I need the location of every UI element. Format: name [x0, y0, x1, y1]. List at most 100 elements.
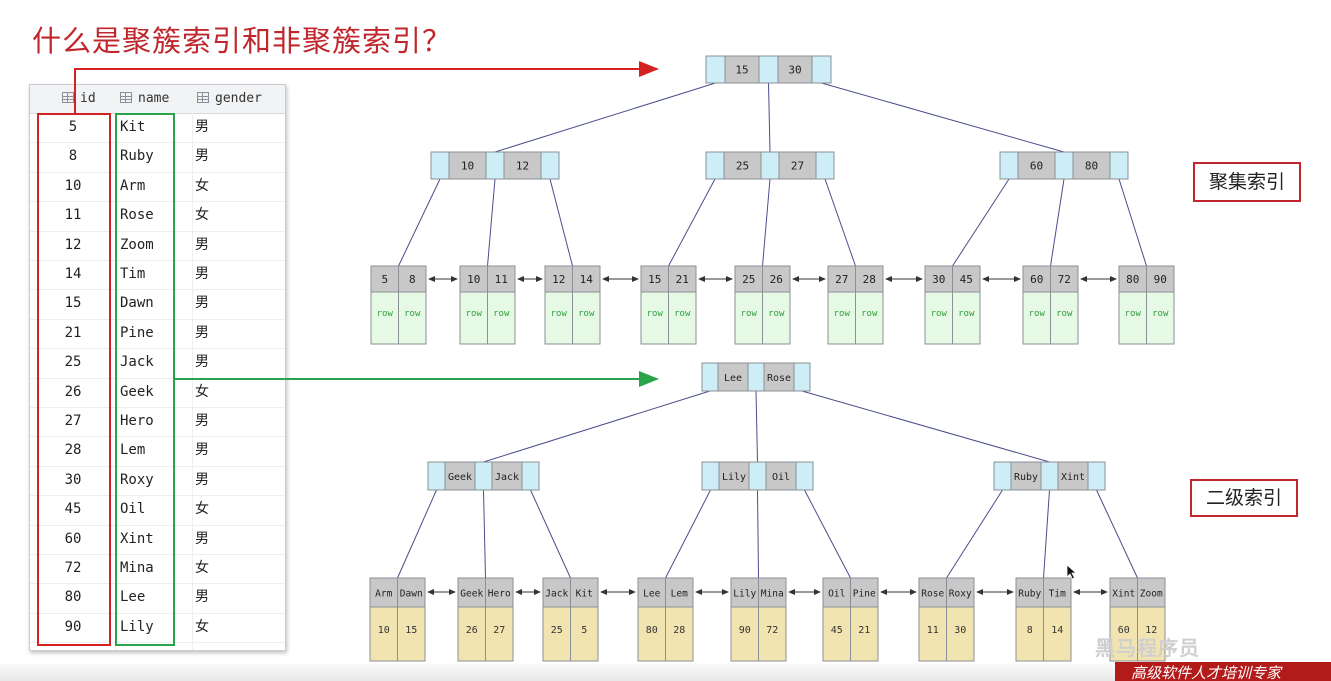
leaf-key: Lily — [733, 589, 756, 600]
cell-id: 45 — [64, 501, 82, 518]
leaf-key: Dawn — [400, 589, 423, 600]
leaf-primary-key: 10 — [378, 625, 390, 636]
tree-edge — [494, 82, 716, 153]
watermark: 黑马程序员 — [1095, 636, 1200, 660]
cell-id: 8 — [68, 148, 78, 165]
cell-id: 26 — [64, 383, 82, 400]
cell-gender: 女 — [195, 618, 209, 635]
id-column-highlight — [37, 113, 111, 646]
cell-name: Mina — [120, 560, 154, 576]
leaf-key: Mina — [761, 589, 784, 600]
leaf-key: Arm — [375, 589, 392, 600]
node-key: 12 — [516, 160, 529, 173]
leaf-key: Xint — [1112, 589, 1135, 600]
leaf-primary-key: 15 — [405, 625, 417, 636]
tree-edge — [1043, 489, 1050, 579]
column-header-name[interactable]: name — [120, 85, 169, 113]
leaf-row-data: row — [466, 309, 483, 319]
column-header-id[interactable]: id — [62, 85, 96, 113]
cell-gender: 男 — [195, 471, 209, 488]
leaf-primary-key: 14 — [1051, 625, 1063, 636]
page-title: 什么是聚簇索引和非聚簇索引？ — [32, 24, 453, 58]
cell-name: Lee — [120, 589, 146, 606]
leaf-row-data: row — [493, 309, 510, 319]
column-header-gender[interactable]: gender — [197, 85, 262, 113]
cell-id: 28 — [64, 442, 82, 459]
cell-id: 30 — [64, 471, 82, 488]
tree-edge — [946, 489, 1003, 579]
leaf-primary-key: 26 — [466, 625, 478, 636]
leaf-key: 5 — [381, 273, 388, 286]
cell-gender: 男 — [195, 589, 209, 606]
node-key: 60 — [1030, 160, 1043, 173]
leaf-primary-key: 60 — [1118, 625, 1130, 636]
table-row[interactable]: 5 Kit 男 — [30, 113, 285, 144]
bottom-bar — [0, 664, 1115, 681]
leaf-key: Roxy — [949, 589, 972, 600]
cell-id: 27 — [64, 413, 82, 429]
cell-gender: 女 — [195, 560, 209, 576]
clustered-index-arrow — [74, 61, 659, 113]
key-column-icon — [62, 92, 74, 103]
cell-gender: 男 — [195, 119, 209, 135]
leaf-key: 15 — [648, 273, 661, 286]
cell-name: Ruby — [120, 148, 154, 165]
cell-id: 5 — [68, 119, 78, 135]
column-icon — [197, 92, 209, 103]
tree-edge — [824, 178, 856, 267]
cell-id: 90 — [64, 618, 82, 635]
leaf-primary-key: 12 — [1145, 625, 1157, 636]
tree-edge — [1050, 178, 1065, 267]
tree-edge — [952, 178, 1010, 267]
leaf-row-data: row — [551, 309, 568, 319]
cell-gender: 男 — [195, 354, 209, 371]
tree-edge — [768, 82, 771, 153]
leaf-row-data: row — [647, 309, 664, 319]
leaf-key: 14 — [580, 273, 594, 286]
cell-id: 21 — [64, 324, 82, 341]
node-key: Ruby — [1014, 472, 1038, 483]
leaf-key: 12 — [552, 273, 565, 286]
cell-gender: 男 — [195, 530, 209, 547]
cell-name: Roxy — [120, 471, 154, 488]
leaf-row-data: row — [1152, 309, 1169, 319]
table-row[interactable]: 30 Roxy 男 — [30, 466, 285, 497]
table-header: id name gender — [30, 85, 285, 114]
cell-gender: 男 — [195, 236, 209, 253]
cell-name: Zoom — [120, 236, 154, 253]
cell-id: 25 — [64, 354, 82, 371]
leaf-primary-key: 90 — [739, 625, 751, 636]
leaf-primary-key: 80 — [646, 625, 658, 636]
cell-name: Kit — [120, 119, 146, 135]
clustered-index-label: 聚集索引 — [1193, 162, 1301, 202]
leaf-primary-key: 30 — [954, 625, 966, 636]
leaf-key: Pine — [853, 589, 876, 600]
leaf-primary-key: 27 — [493, 625, 505, 636]
